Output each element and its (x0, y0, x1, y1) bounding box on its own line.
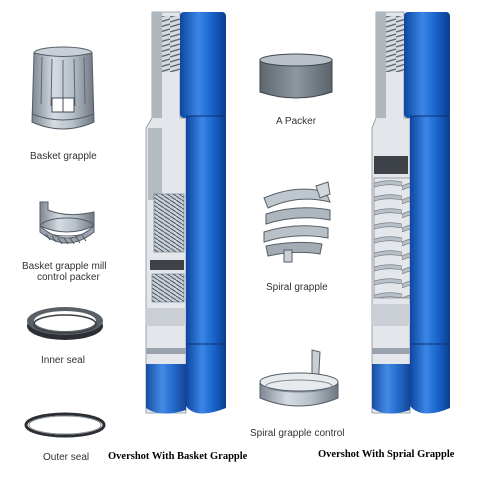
label-mill-control-packer-line1: Basket grapple mill (22, 261, 107, 272)
basket-grapple-illustration (31, 46, 95, 130)
label-spiral-grapple-control: Spiral grapple control (250, 428, 345, 439)
overshot-spiral-grapple-illustration (371, 11, 450, 414)
label-spiral-grapple: Spiral grapple (266, 282, 328, 293)
overshot-basket-grapple-illustration (145, 11, 226, 414)
label-inner-seal: Inner seal (41, 355, 85, 366)
outer-seal-illustration (24, 412, 106, 438)
label-outer-seal: Outer seal (43, 452, 90, 463)
mill-control-packer-illustration (39, 201, 95, 245)
spiral-grapple-illustration (263, 181, 331, 263)
a-packer-illustration (259, 53, 333, 99)
inner-seal-illustration (27, 307, 103, 340)
caption-overshot-spiral-grapple: Overshot With Sprial Grapple (318, 449, 455, 460)
caption-overshot-basket-grapple: Overshot With Basket Grapple (108, 451, 248, 462)
label-mill-control-packer-line2: control packer (37, 272, 100, 283)
label-a-packer: A Packer (276, 116, 317, 127)
spiral-grapple-control-illustration (259, 349, 339, 407)
label-basket-grapple: Basket grapple (30, 151, 97, 162)
